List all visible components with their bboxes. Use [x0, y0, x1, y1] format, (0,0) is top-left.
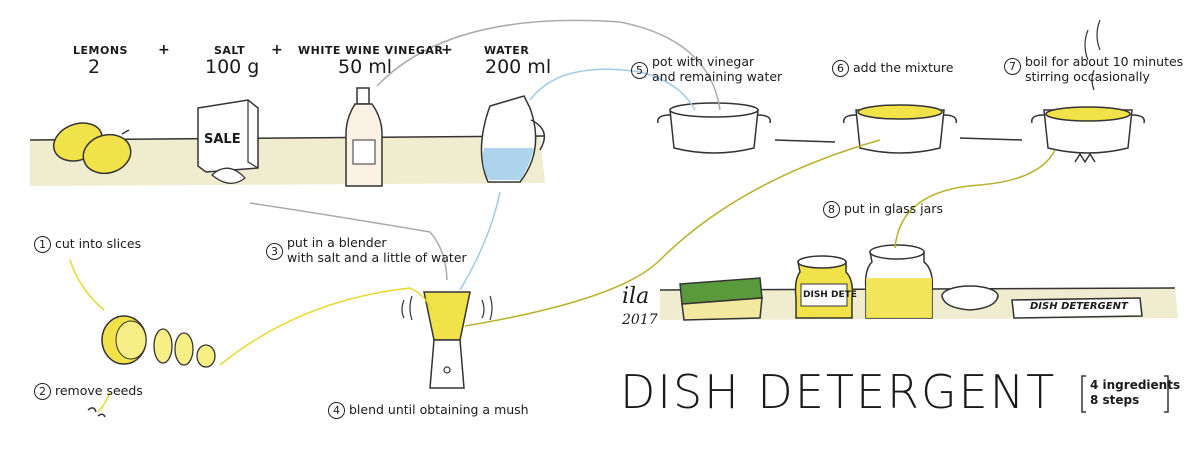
- salt-box-icon: [197, 99, 259, 184]
- blender-icon: [401, 291, 493, 389]
- step-number: 3: [266, 243, 283, 260]
- plus-sign: +: [158, 42, 170, 58]
- ingredient-qty-vinegar: 50 ml: [338, 56, 393, 78]
- step-text: blend until obtaining a mush: [349, 402, 529, 417]
- step-text: pot with vinegar: [652, 54, 755, 69]
- ingredient-qty-lemons: 2: [88, 56, 101, 78]
- top-counter: [30, 136, 545, 186]
- flow-lines: [69, 19, 1056, 413]
- step-number: 5: [631, 62, 648, 79]
- step-number: 6: [832, 60, 849, 77]
- counter-label-text: DISH DETERGENT: [1030, 301, 1128, 312]
- signature-year: 2017: [622, 312, 658, 328]
- step-number: 7: [1004, 58, 1021, 75]
- ingredient-name-vinegar: WHITE WINE VINEGAR: [298, 44, 444, 57]
- soap-dish-icon: [941, 285, 999, 311]
- step-2: 2 remove seeds: [34, 383, 143, 400]
- step-text: cut into slices: [55, 236, 142, 251]
- meta-bracket: [1081, 375, 1169, 413]
- step-text: put in a blender: [287, 235, 387, 250]
- signature-name: ila: [622, 284, 650, 309]
- sponge-icon: [679, 277, 763, 321]
- step-text: put in glass jars: [844, 201, 943, 216]
- step-text-line2: and remaining water: [652, 69, 783, 84]
- step-text: add the mixture: [853, 60, 954, 75]
- step-number: 1: [34, 236, 51, 253]
- ingredient-name-lemons: LEMONS: [73, 44, 128, 57]
- label-card: [1011, 297, 1143, 319]
- meta-ingredients: 4 ingredients: [1090, 378, 1181, 392]
- step-text-line2: stirring occasionally: [1025, 69, 1150, 84]
- large-jar-icon: [864, 244, 934, 319]
- lemons-icon: [52, 122, 132, 175]
- lemon-slices-icon: [101, 315, 216, 368]
- ingredient-name-water: WATER: [484, 44, 530, 57]
- step-8: 8 put in glass jars: [823, 201, 943, 218]
- jar-label-text: DISH DETE: [803, 290, 857, 300]
- water-jug-icon: [480, 95, 546, 183]
- pot-boiling-icon: [1031, 19, 1145, 164]
- step-4: 4 blend until obtaining a mush: [328, 402, 529, 419]
- seeds-icon: [87, 407, 106, 418]
- meta-info: 4 ingredients 8 steps: [1090, 378, 1180, 408]
- step-number: 8: [823, 201, 840, 218]
- step-6: 6 add the mixture: [832, 60, 953, 77]
- step-number: 2: [34, 383, 51, 400]
- page-title: DISH DETERGENT: [620, 365, 1057, 419]
- ingredient-name-salt: SALT: [214, 44, 246, 57]
- pot-empty-icon: [657, 102, 771, 154]
- ingredient-qty-water: 200 ml: [485, 56, 552, 78]
- meta-steps: 8 steps: [1090, 393, 1140, 407]
- vinegar-bottle-icon: [345, 87, 383, 187]
- plus-sign: +: [271, 42, 283, 58]
- step-text-line2: with salt and a little of water: [287, 250, 467, 265]
- step-number: 4: [328, 402, 345, 419]
- step-text: remove seeds: [55, 383, 143, 398]
- salt-box-label: SALE: [204, 132, 241, 147]
- pot-mixture-icon: [843, 104, 957, 154]
- step-text: boil for about 10 minutes: [1025, 54, 1184, 69]
- small-jar-icon: [794, 255, 854, 319]
- ingredient-qty-salt: 100 g: [205, 56, 260, 78]
- plus-sign: +: [441, 42, 453, 58]
- step-1: 1 cut into slices: [34, 236, 141, 253]
